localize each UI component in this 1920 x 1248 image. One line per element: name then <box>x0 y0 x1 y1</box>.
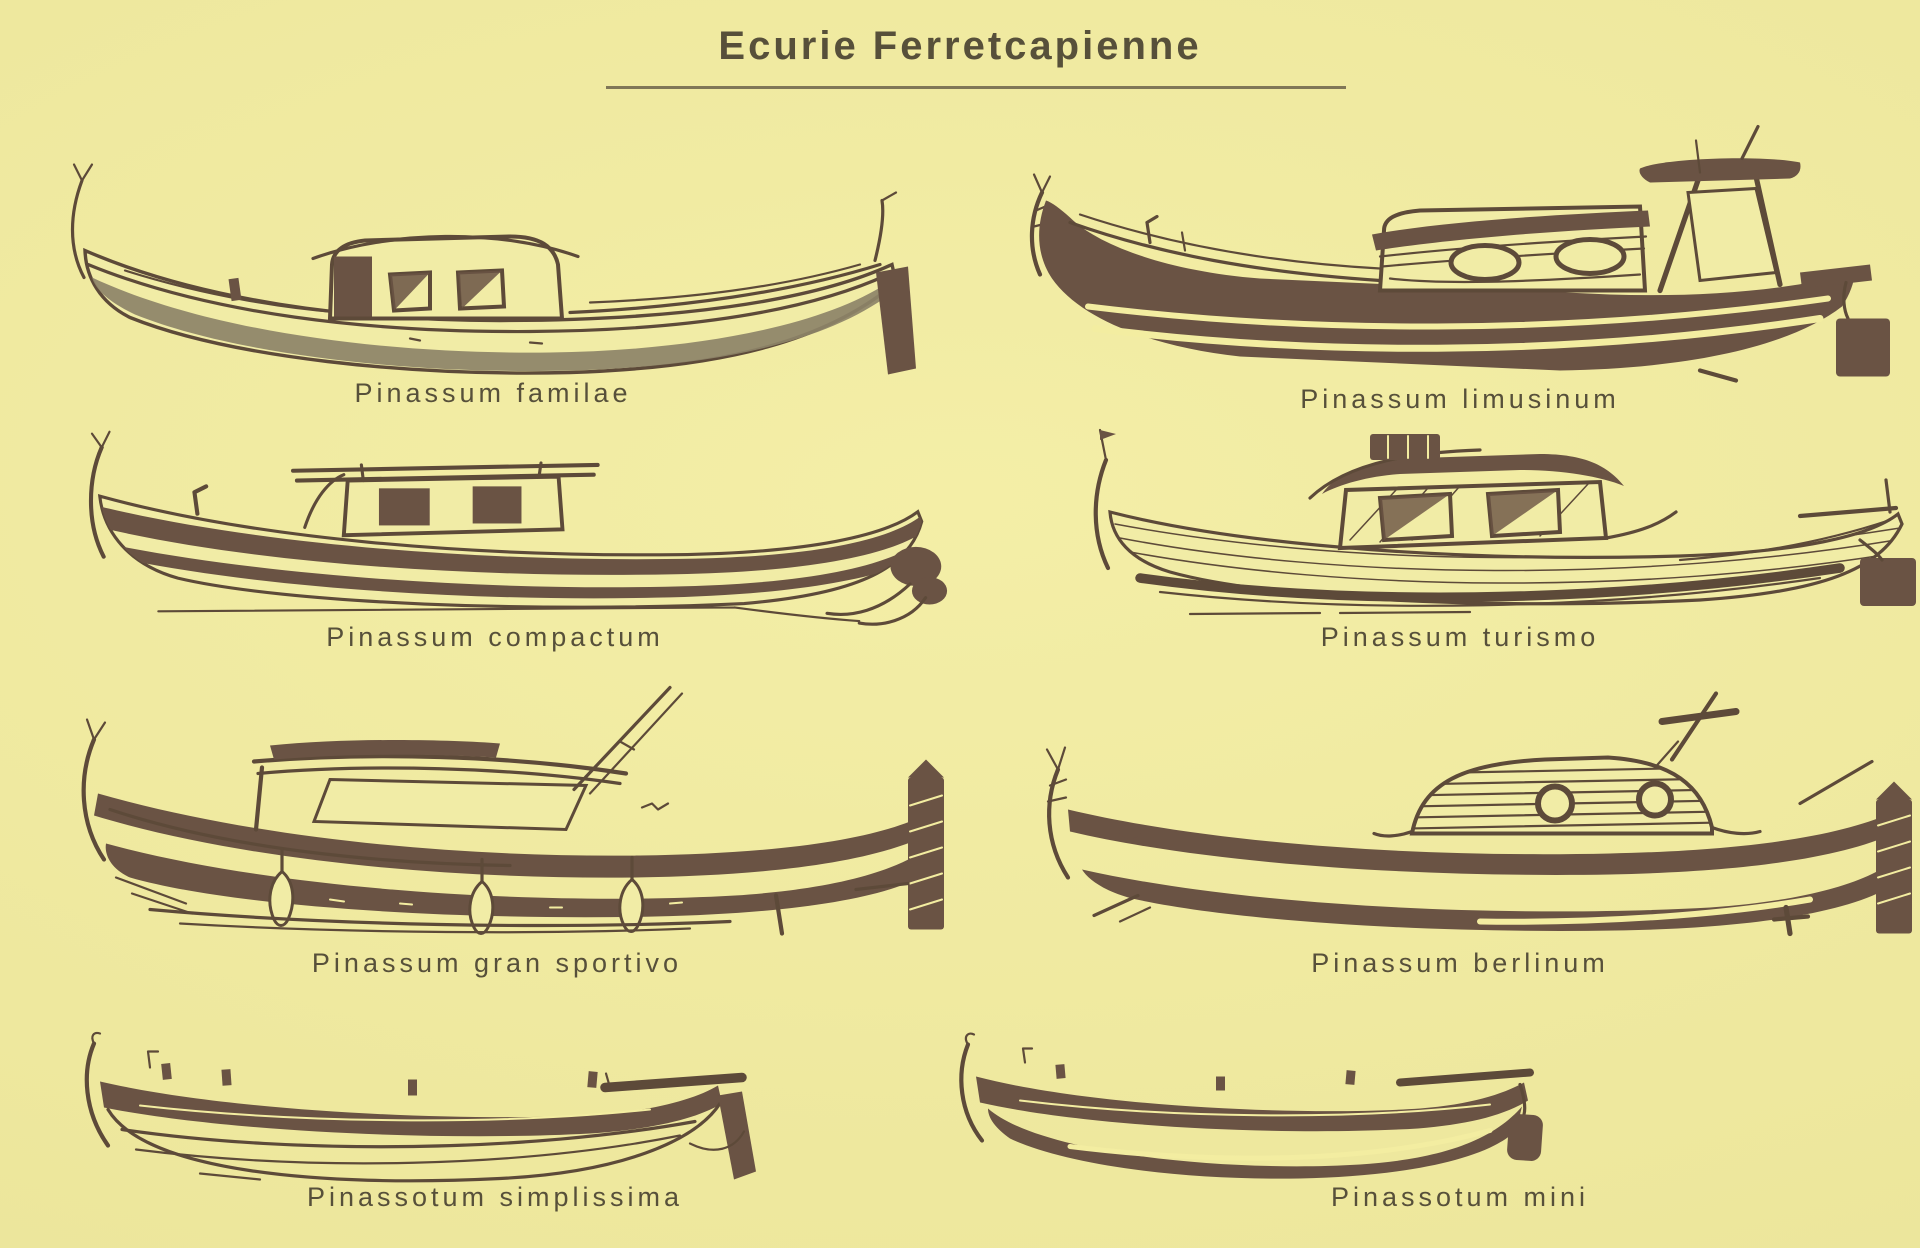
figure-pinassotum-mini <box>930 1025 1550 1183</box>
boat-sketch-icon <box>1045 691 1912 937</box>
page-title: Ecurie Ferretcapienne <box>718 24 1202 68</box>
boat-label: Pinassum berlinum <box>1311 948 1609 978</box>
boat-label: Pinassotum simplissima <box>306 1182 684 1212</box>
boat-sketch-icon <box>1093 428 1916 616</box>
figure-pinassum-gran-sportivo <box>30 680 960 938</box>
figure-pinassum-familae <box>30 140 930 385</box>
boat-sketch-icon <box>959 1032 1543 1179</box>
boat-label: Pinassum gran sportivo <box>311 948 683 978</box>
figure-pinassum-berlinum <box>1010 680 1920 938</box>
figure-pinassum-limusinum <box>1000 120 1900 385</box>
boat-sketch-icon <box>1029 124 1890 383</box>
boat-label: Pinassotum mini <box>1330 1182 1590 1212</box>
figure-pinassum-turismo <box>1040 420 1920 620</box>
boat-sketch-icon <box>81 685 944 936</box>
boat-sketch-icon <box>84 1031 756 1183</box>
title-underline <box>606 86 1346 89</box>
figure-pinassum-compactum <box>40 420 960 626</box>
boat-label: Pinassum limusinum <box>1300 384 1620 414</box>
boat-sketch-icon <box>89 430 948 626</box>
boat-label: Pinassum compactum <box>326 622 664 652</box>
boat-label: Pinassum familae <box>354 378 632 408</box>
figure-pinassotum-simplissima <box>50 1022 756 1190</box>
boat-label: Pinassum turismo <box>1320 622 1600 652</box>
boat-sketch-icon <box>70 163 916 375</box>
